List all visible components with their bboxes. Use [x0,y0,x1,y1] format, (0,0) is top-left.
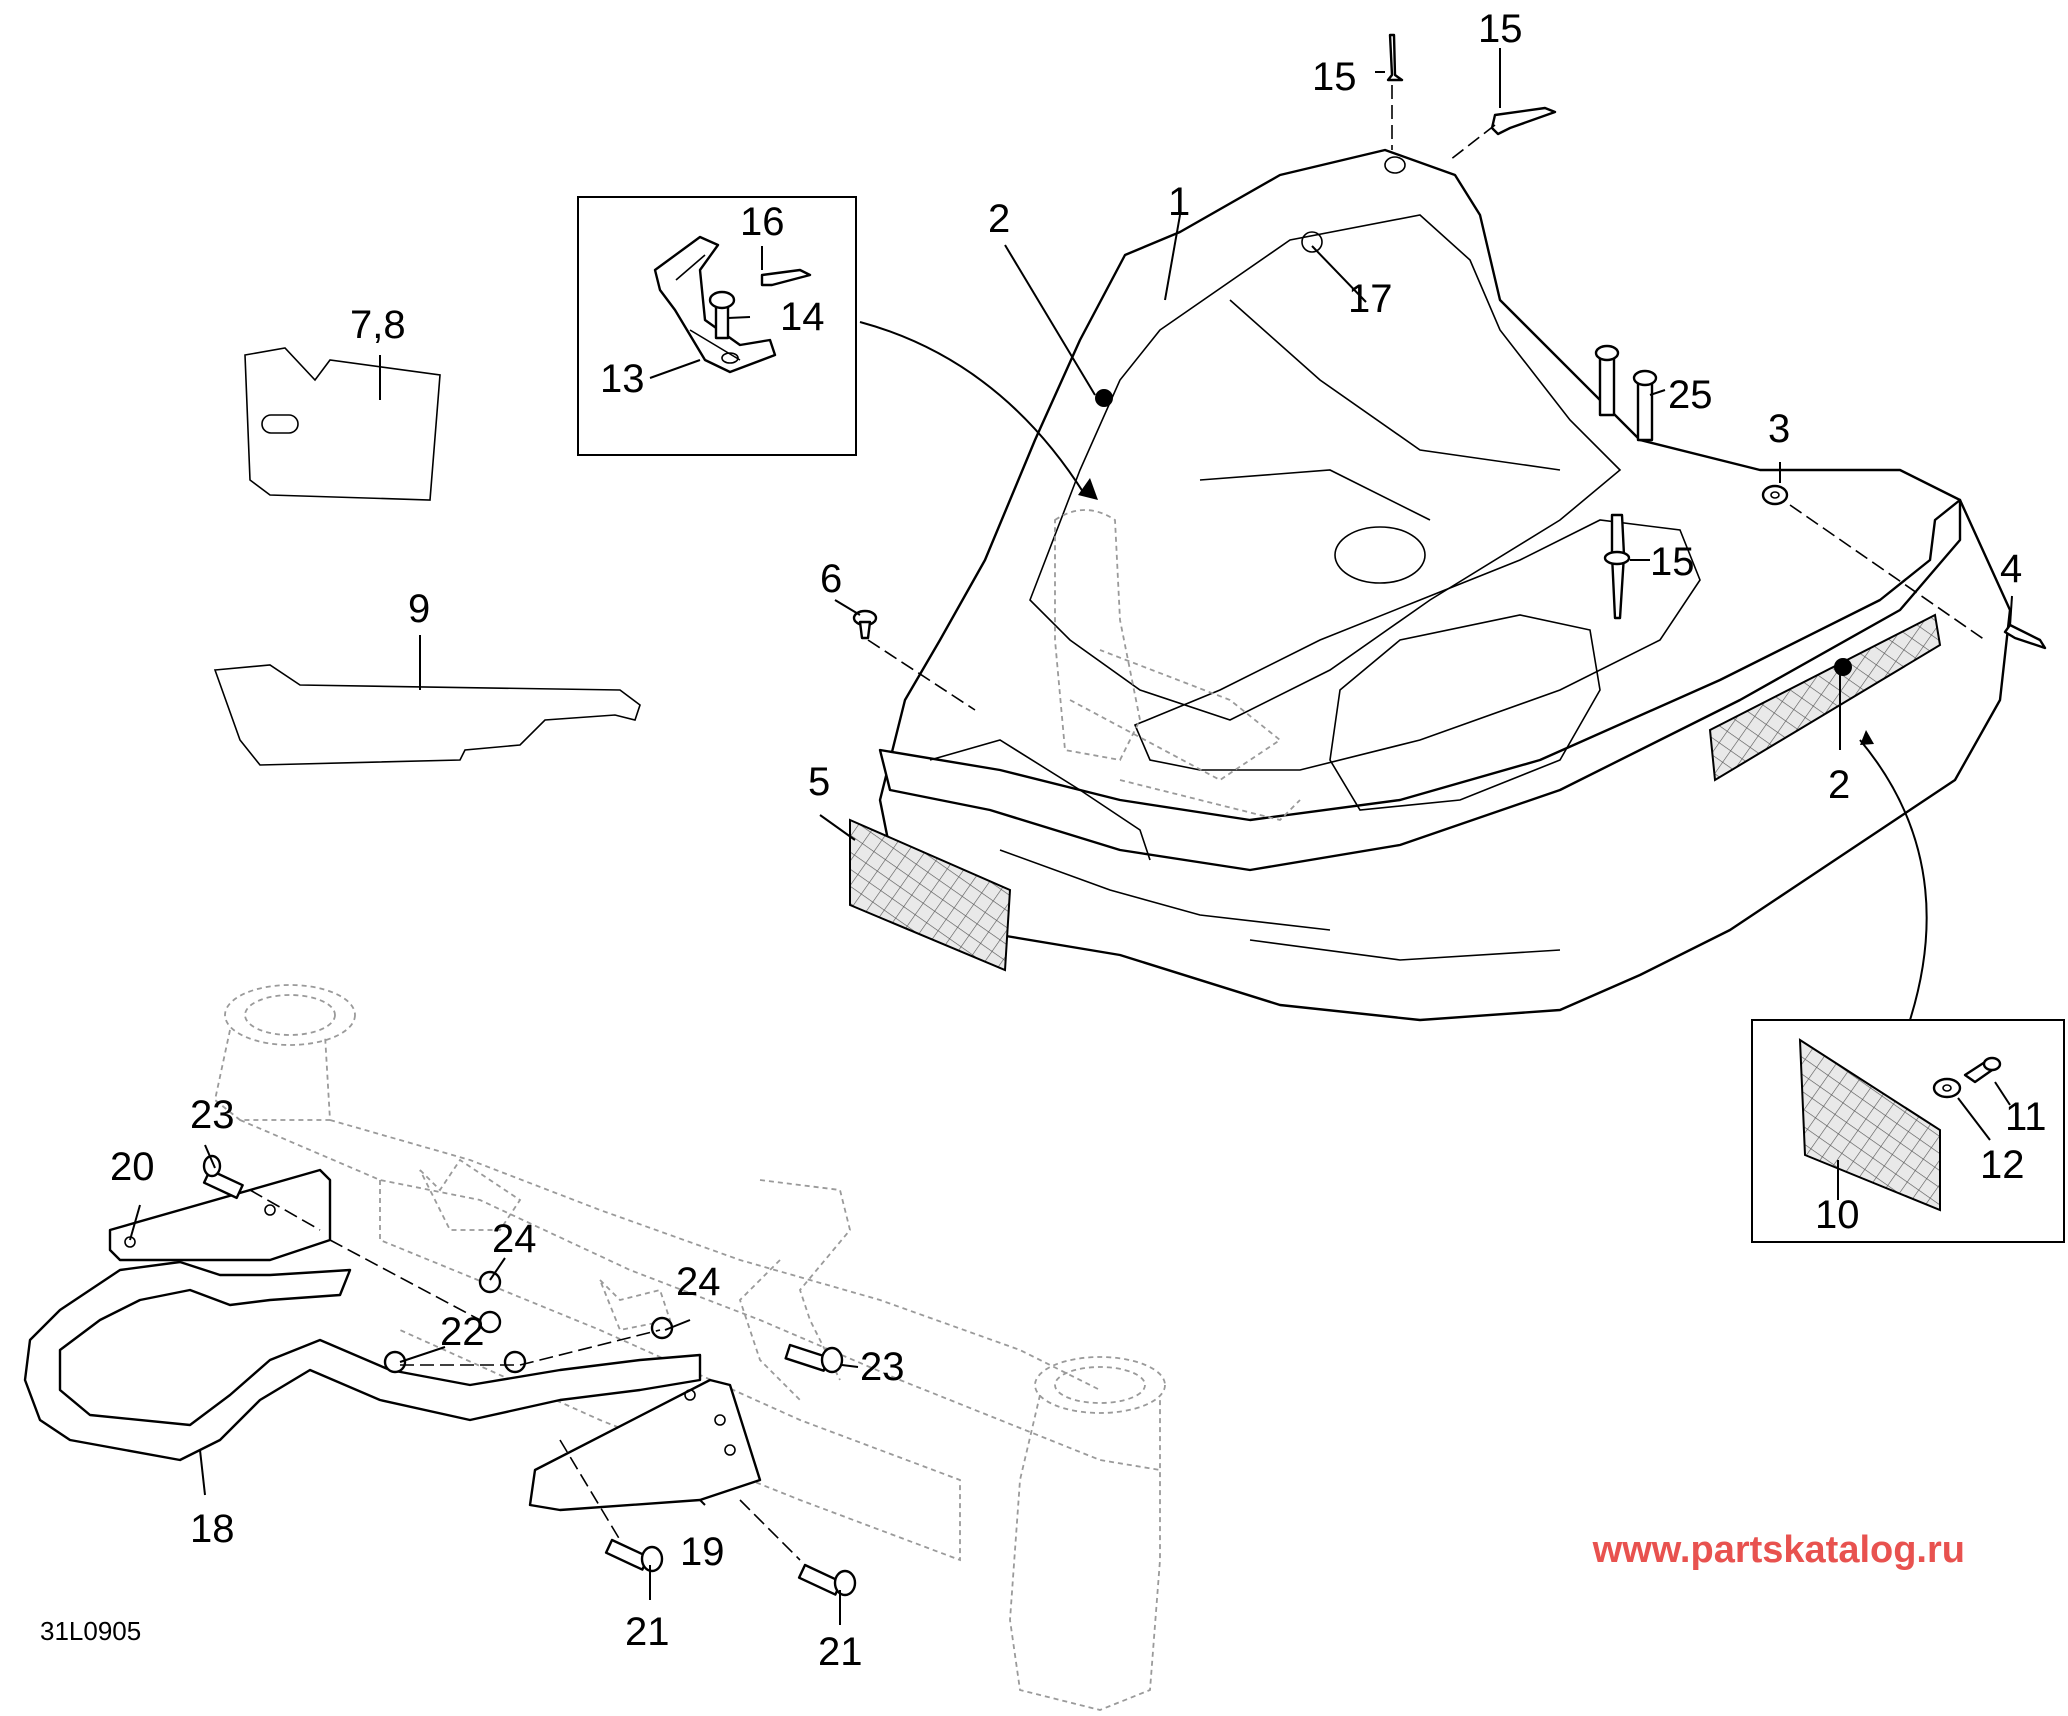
callout-18: 18 [190,1507,235,1551]
callout-25: 25 [1668,373,1713,417]
callout-5: 5 [808,760,830,804]
callout-20: 20 [110,1145,155,1189]
watermark: www.partskatalog.ru [1592,1529,1965,1571]
front-bumper-18 [23,1260,702,1462]
callout-21-left: 21 [625,1610,670,1654]
callout-15-top-right: 15 [1478,7,1523,51]
bracket-19 [528,1378,762,1512]
callout-7-8: 7,8 [350,303,406,347]
callout-17: 17 [1348,277,1393,321]
callout-14: 14 [780,295,825,339]
callout-15-mid: 15 [1650,540,1695,584]
callout-13: 13 [600,357,645,401]
callout-3: 3 [1768,407,1790,451]
rivet-top-horizontal-icon [1449,106,1557,161]
washer-3-icon [1761,484,1986,641]
callout-9: 9 [408,587,430,631]
callout-19: 19 [680,1530,725,1574]
rivet-mid-icon [1603,513,1631,620]
rivet-4-icon [2003,623,2047,650]
rivet-top-vertical-icon [1386,33,1404,150]
detail-box-bracket [577,196,857,456]
callout-11: 11 [2005,1095,2047,1139]
callout-16: 16 [740,200,785,244]
leader-lines [129,48,2013,1625]
detail-box-reflector [1751,1019,2065,1243]
decal-7-8 [244,347,441,501]
callout-22: 22 [440,1310,485,1354]
callout-24-right: 24 [676,1260,721,1304]
callout-10: 10 [1815,1193,1860,1237]
callout-23-bottom: 23 [860,1345,905,1389]
callout-15-top-left: 15 [1312,55,1357,99]
drawing-code: 31L0905 [40,1616,141,1646]
callout-labels: 1 2 2 3 4 5 6 7,8 9 10 11 12 13 14 15 15… [110,7,2047,1674]
callout-1: 1 [1168,180,1190,224]
callout-6: 6 [820,557,842,601]
callout-2-right: 2 [1828,763,1850,807]
callout-12: 12 [1980,1143,2025,1187]
decal-9 [213,664,641,766]
callout-23-top: 23 [190,1093,235,1137]
callout-21-right: 21 [818,1630,863,1674]
bolts-nuts-icon [202,1154,857,1597]
callout-2-top: 2 [988,197,1010,241]
bolt-25-icon [1594,344,1658,442]
frame-ghost [214,984,1166,1711]
bracket-20 [108,1168,332,1262]
callout-4: 4 [2000,547,2022,591]
callout-24-left: 24 [492,1217,537,1261]
bottom-pan [849,148,2012,1022]
